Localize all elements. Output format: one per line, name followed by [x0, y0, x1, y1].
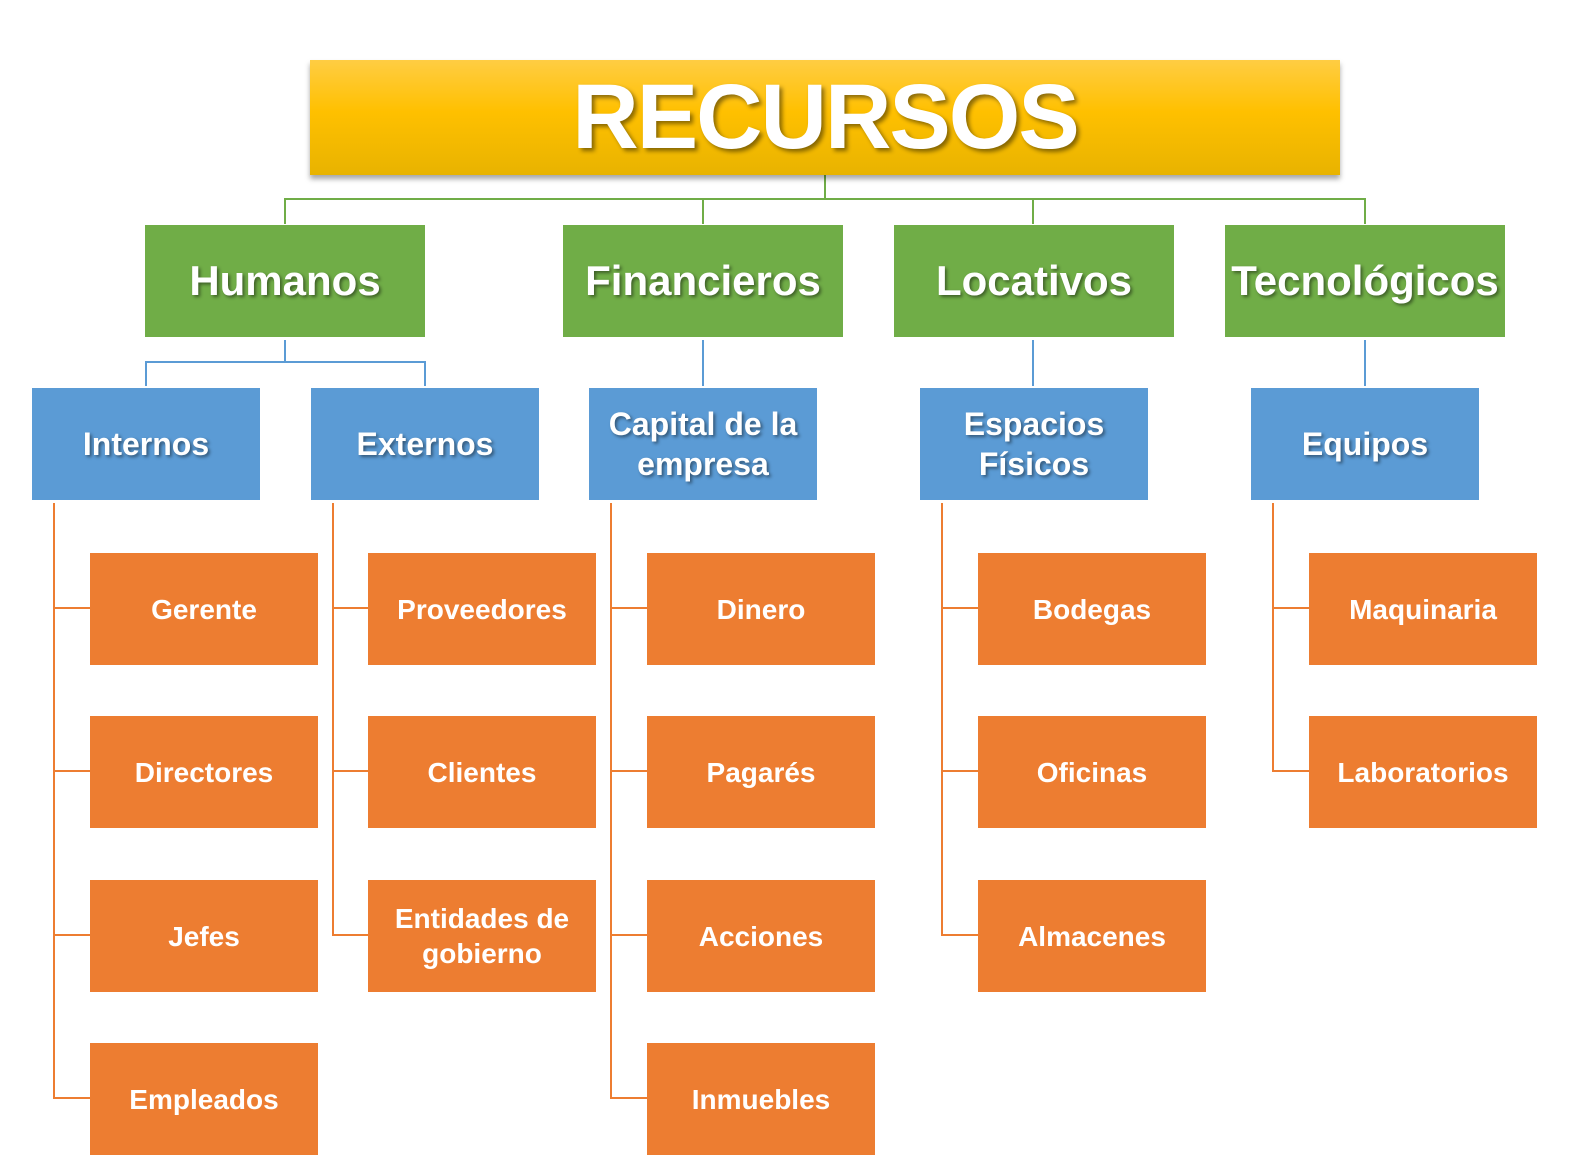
- item-laboratorios: Laboratorios: [1309, 716, 1537, 828]
- subcategory-internos: Internos: [32, 388, 260, 500]
- subcategory-equipos: Equipos: [1251, 388, 1479, 500]
- category-locativos: Locativos: [894, 225, 1174, 337]
- item-pagares: Pagarés: [647, 716, 875, 828]
- item-oficinas: Oficinas: [978, 716, 1206, 828]
- item-dinero: Dinero: [647, 553, 875, 665]
- item-gerente: Gerente: [90, 553, 318, 665]
- category-financieros: Financieros: [563, 225, 843, 337]
- item-proveedores: Proveedores: [368, 553, 596, 665]
- root-node-recursos: RECURSOS: [310, 60, 1340, 175]
- category-tecnologicos: Tecnológicos: [1225, 225, 1505, 337]
- item-jefes: Jefes: [90, 880, 318, 992]
- root-connectors: [284, 175, 1366, 224]
- category-connectors: [145, 340, 1366, 386]
- subcategory-connectors: [53, 503, 1309, 1099]
- item-almacenes: Almacenes: [978, 880, 1206, 992]
- subcategory-espacios-fisicos: Espacios Físicos: [920, 388, 1148, 500]
- item-acciones: Acciones: [647, 880, 875, 992]
- item-maquinaria: Maquinaria: [1309, 553, 1537, 665]
- subcategory-capital-de-la-empresa: Capital de la empresa: [589, 388, 817, 500]
- item-clientes: Clientes: [368, 716, 596, 828]
- item-empleados: Empleados: [90, 1043, 318, 1155]
- item-bodegas: Bodegas: [978, 553, 1206, 665]
- item-inmuebles: Inmuebles: [647, 1043, 875, 1155]
- item-entidades-de-gobierno: Entidades de gobierno: [368, 880, 596, 992]
- item-directores: Directores: [90, 716, 318, 828]
- category-humanos: Humanos: [145, 225, 425, 337]
- subcategory-externos: Externos: [311, 388, 539, 500]
